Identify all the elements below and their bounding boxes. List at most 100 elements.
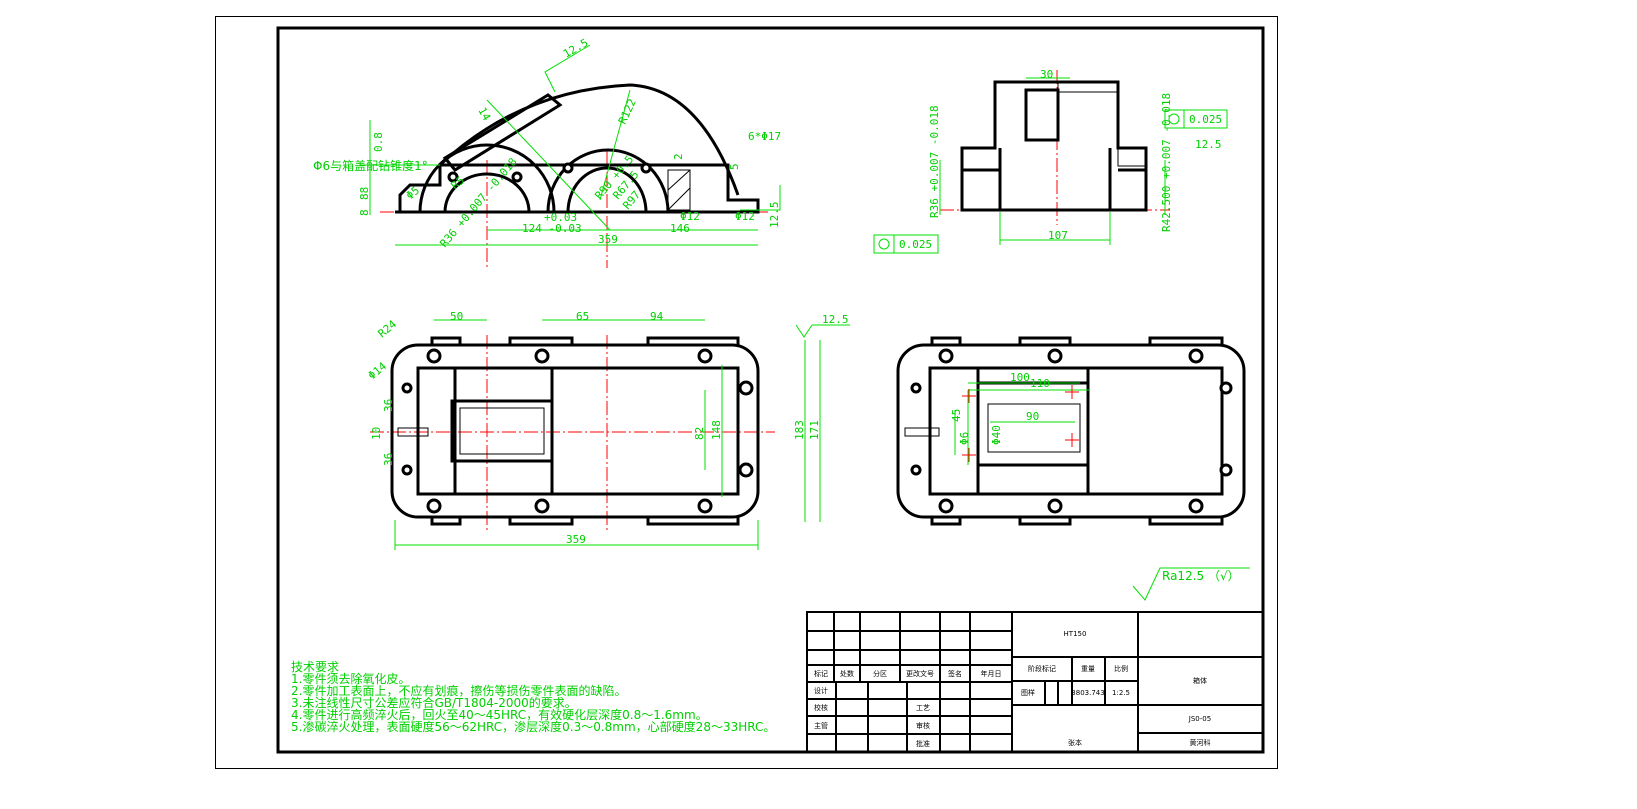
dim-text: 148 [710,420,723,440]
dim-text: 124 -0.03 [522,222,582,235]
dim-text: 12.5 [768,202,781,229]
svg-text:比例: 比例 [1114,664,1128,673]
dim-text: 94 [650,310,664,323]
side-view: 30 R36 +0.007 -0.018 107 R42.500 +0.007 … [873,68,1228,254]
dim-text: 5 [728,163,741,170]
dim-text: 146 [670,222,690,235]
hatch-section [667,169,691,211]
svg-text:分区: 分区 [873,669,887,678]
svg-text:Ra12.5 （√）: Ra12.5 （√） [1162,569,1240,583]
dim-text: 50 [450,310,463,323]
roughness-symbol [795,324,850,338]
cylindricity-icon [878,238,890,250]
dim-text: +0.03 [544,211,577,224]
dim-text: 10 [370,427,383,440]
cylindricity-icon [1168,113,1180,125]
dim-text: 8 [358,209,371,216]
bearing-outer-1 [418,143,556,213]
svg-text:1:2.5: 1:2.5 [1112,689,1130,697]
inner-border [276,26,1265,754]
svg-text:技术要求: 技术要求 [291,660,339,674]
dim-text: 36 [382,399,395,412]
svg-text:5.渗碳淬火处理，表面硬度56～62HRC，渗层深度0.3～: 5.渗碳淬火处理，表面硬度56～62HRC，渗层深度0.3～0.8mm，心部硬度… [291,719,775,734]
svg-text:阶段标记: 阶段标记 [1028,664,1056,673]
hatch [1117,147,1147,167]
svg-text:处数: 处数 [840,669,854,678]
bolt-hole [562,162,574,174]
dim-text: 0.8 [372,132,385,152]
bolt-hole [640,162,652,174]
svg-text:箱体: 箱体 [1193,676,1207,685]
dim-text: 359 [566,533,586,546]
svg-text:黄河科: 黄河科 [1190,738,1211,747]
bolt-holes [910,348,1233,514]
technical-requirements: 技术要求 1.零件须去除氧化皮。 2.零件加工表面上，不应有划痕，擦伤等损伤零件… [291,660,775,734]
svg-text:签名: 签名 [948,669,962,678]
dim-text: Φ12 [680,210,700,223]
dim-text: Φ40 [990,425,1003,445]
slot [904,427,940,437]
dim-text: Φ6 [958,432,971,445]
dim-text: 110 [1030,377,1050,390]
dim-text: 12.5 [1195,138,1222,151]
svg-text:工艺: 工艺 [916,704,930,712]
bearing-outer-2 [546,148,670,213]
bolt-hole [447,171,459,183]
dim-text: Φ14 [366,359,390,382]
right-plan-view: 100 110 45 90 Φ6 Φ40 [896,336,1246,526]
svg-text:3.未注线性尺寸公差应符合GB/T1804-2000的要求。: 3.未注线性尺寸公差应符合GB/T1804-2000的要求。 [291,695,577,710]
dim-text: 100 [1010,371,1030,384]
bolt-hole [511,171,523,183]
svg-text:校核: 校核 [814,703,828,712]
svg-text:主管: 主管 [814,721,828,730]
dim-text: 107 [1048,229,1068,242]
dim-text: R24 [376,317,400,340]
base-outline [896,343,1246,519]
svg-text:4.零件进行高频淬火后，回火至40～45HRC，有效硬化层深: 4.零件进行高频淬火后，回火至40～45HRC，有效硬化层深度0.8～1.6mm… [291,707,708,722]
tolerance-frame-right: 0.025 [1164,109,1228,129]
svg-text:2.零件加工表面上，不应有划痕，擦伤等损伤零件表面的缺陷。: 2.零件加工表面上，不应有划痕，擦伤等损伤零件表面的缺陷。 [291,683,626,698]
body-outline [395,163,760,214]
svg-text:重量: 重量 [1081,665,1095,673]
dim-text: 2 [672,153,685,160]
bearing-inner-2 [566,166,648,213]
front-view: 12.5 R122 14 0.8 Φ6与箱盖配钻锥度1° 88 8 R36 +0… [313,36,781,268]
svg-text:批准: 批准 [916,739,930,748]
dim-text: 30 [1040,68,1053,81]
base-outline [390,343,760,519]
svg-text:HT150: HT150 [1064,630,1087,638]
hatch [1057,81,1119,93]
svg-text:设计: 设计 [814,686,828,695]
cover-arc [438,83,740,196]
dim-text: Φ6与箱盖配钻锥度1° [313,158,428,173]
dim-text: R122 [616,97,639,127]
dim-text: 12.5 [822,313,849,326]
svg-text:1.零件须去除氧化皮。: 1.零件须去除氧化皮。 [291,671,410,686]
tolerance-frame-left: 0.025 [873,234,939,254]
inner-window [450,399,554,463]
dim-text: 12.5 [561,36,590,61]
side-outline [960,80,1148,212]
svg-text:张本: 张本 [1068,738,1082,747]
svg-text:JS0-05: JS0-05 [1188,715,1211,723]
sight-window [442,93,563,172]
svg-text:更改文号: 更改文号 [906,669,934,678]
title-block: 标记 处数 分区 更改文号 签名 年月日 设计 校核 工艺 主管 审核 批准 H… [806,611,1264,753]
bearing-inner-1 [443,172,531,213]
svg-text:标记: 标记 [814,669,828,678]
dim-text: 183 [793,420,806,440]
dim-text: 171 [808,420,821,440]
dim-text: 36 [382,453,395,466]
svg-text:0.025: 0.025 [899,238,932,251]
hole-markers [962,385,1079,462]
dim-text: R42.500 +0.007 -0.018 [1160,93,1173,232]
dim-text: 82 [693,427,706,440]
outer-border [215,16,1278,769]
top-view: 50 65 94 12.5 R24 Φ14 36 10 36 82 148 18… [366,310,850,550]
dim-text: 14 [475,105,493,123]
bolt-holes [401,348,754,514]
dim-text: 6*Φ17 [748,130,781,143]
dim-text: R36 +0.007 -0.018 [928,105,941,218]
flanges [430,336,740,526]
